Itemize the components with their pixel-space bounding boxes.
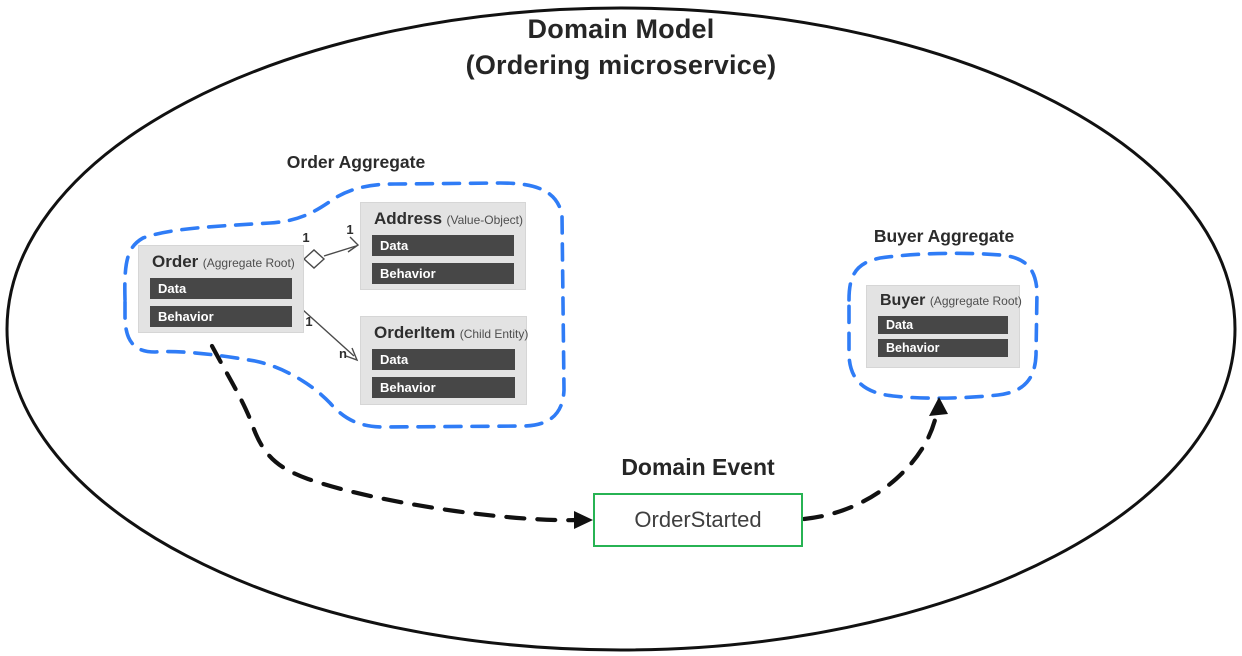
- order-address-arrowhead-icon: [347, 236, 360, 253]
- entity-buyer-name: Buyer: [880, 292, 926, 309]
- aggregation-diamond-icon: [302, 249, 326, 269]
- entity-orderitem-stereotype: (Child Entity): [459, 327, 529, 341]
- entity-order-stereotype: (Aggregate Root): [202, 256, 295, 270]
- multiplicity-order-address-near: 1: [302, 230, 310, 245]
- entity-buyer-data-bar: Data: [878, 316, 1008, 334]
- buyer-aggregate-label: Buyer Aggregate: [873, 226, 1015, 246]
- multiplicity-order-item-far: n: [339, 346, 347, 361]
- entity-buyer-stereotype: (Aggregate Root): [929, 294, 1022, 308]
- diagram-title-line2: (Ordering microservice): [465, 50, 777, 80]
- domain-event-label: Domain Event: [621, 454, 775, 480]
- entity-buyer: Buyer (Aggregate Root) Data Behavior: [866, 285, 1022, 368]
- multiplicity-order-address-far: 1: [346, 222, 354, 237]
- entity-address-behavior-bar: Behavior: [372, 263, 514, 284]
- domain-event-name: OrderStarted: [634, 507, 762, 532]
- entity-order-behavior-bar: Behavior: [150, 306, 292, 327]
- entity-orderitem-header: OrderItem (Child Entity): [374, 323, 528, 343]
- order-aggregate-boundary: [123, 181, 566, 429]
- event-to-buyer-arrowhead-icon: [929, 397, 948, 416]
- order-orderitem-arrowhead-icon: [345, 347, 359, 362]
- event-to-buyer-arrow: [801, 413, 939, 522]
- entity-order: Order (Aggregate Root) Data Behavior: [138, 245, 304, 333]
- entity-address-header: Address (Value-Object): [374, 209, 523, 229]
- order-aggregate-label: Order Aggregate: [286, 152, 426, 172]
- order-to-event-arrow: [209, 343, 580, 523]
- domain-event-box: OrderStarted: [593, 493, 803, 547]
- entity-address-stereotype: (Value-Object): [446, 213, 523, 227]
- entity-orderitem-data-bar: Data: [372, 349, 515, 370]
- multiplicity-order-item-near: 1: [305, 314, 313, 329]
- entity-buyer-behavior-bar: Behavior: [878, 339, 1008, 357]
- diagram-title-line1: Domain Model: [527, 14, 715, 44]
- entity-buyer-header: Buyer (Aggregate Root): [880, 292, 1022, 310]
- microservice-boundary-ellipse: [5, 6, 1237, 652]
- order-orderitem-connector: [302, 309, 355, 357]
- entity-address-data-bar: Data: [372, 235, 514, 256]
- entity-orderitem-behavior-bar: Behavior: [372, 377, 515, 398]
- order-to-event-arrowhead-icon: [574, 511, 593, 529]
- entity-order-data-bar: Data: [150, 278, 292, 299]
- entity-address-name: Address: [374, 209, 443, 228]
- entity-address: Address (Value-Object) Data Behavior: [360, 202, 526, 290]
- entity-orderitem: OrderItem (Child Entity) Data Behavior: [360, 316, 528, 405]
- entity-orderitem-name: OrderItem: [374, 323, 456, 342]
- entity-order-name: Order: [152, 252, 199, 271]
- buyer-aggregate-boundary: [847, 251, 1039, 400]
- entity-order-header: Order (Aggregate Root): [152, 252, 295, 272]
- order-address-connector: [323, 245, 357, 257]
